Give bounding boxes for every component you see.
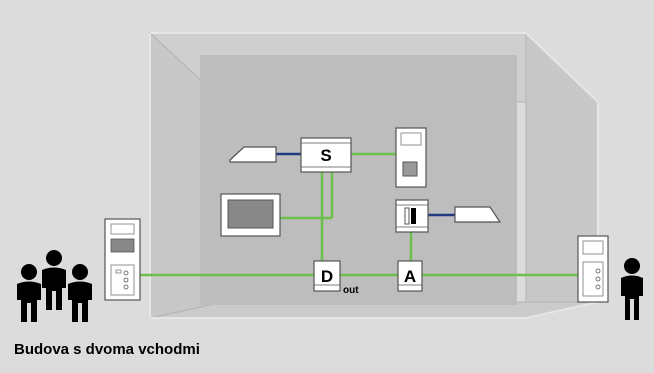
switch-module: S — [300, 137, 352, 173]
outdoor-station-left-icon — [104, 218, 141, 301]
people-group-icon — [17, 250, 92, 322]
room-back-wall — [200, 55, 517, 305]
handset-icon — [229, 146, 277, 163]
indoor-station-icon — [395, 127, 427, 188]
bus-wiring — [140, 152, 578, 277]
module-a-label: A — [404, 267, 416, 286]
control-wiring — [272, 152, 458, 217]
module-out-label: out — [343, 285, 359, 296]
diagram-caption: Budova s dvoma vchodmi — [14, 341, 200, 358]
audio-handset-icon — [454, 206, 502, 223]
outdoor-station-right-icon — [577, 235, 609, 303]
room-edge — [525, 32, 599, 103]
video-monitor-icon — [220, 193, 281, 237]
module-d-label: D — [321, 267, 333, 286]
distributor-module: D out — [313, 260, 359, 296]
building-room — [148, 31, 600, 319]
module-s-label: S — [320, 146, 331, 165]
room-edge — [525, 301, 599, 319]
power-supply-module: A — [397, 260, 423, 292]
person-icon — [621, 258, 643, 320]
relay-module-icon — [395, 199, 429, 233]
